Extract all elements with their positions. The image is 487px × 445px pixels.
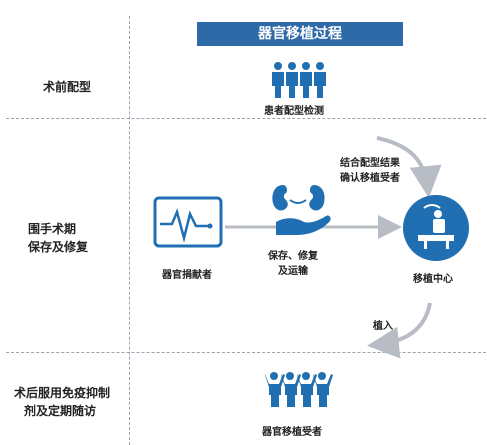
label-transplant-center: 移植中心 [413, 274, 453, 285]
stage-post-op: 术后服用免疫抑制 剂及定期随访 [14, 384, 110, 420]
label-match-result: 结合配型结果 确认移植受者 [340, 154, 400, 184]
patients-icon [272, 62, 326, 98]
vertical-divider [129, 16, 130, 445]
label-match-line1: 结合配型结果 [340, 158, 400, 169]
monitor-icon [153, 196, 223, 248]
label-recipient: 器官移植受者 [262, 427, 322, 438]
label-match-line2: 确认移植受者 [340, 173, 400, 184]
diagram-title: 器官移植过程 [197, 22, 403, 46]
label-preserve-line1: 保存、修复 [268, 251, 318, 262]
stage-peri-op-line1: 围手术期 [28, 222, 77, 236]
stage-peri-op: 围手术期 保存及修复 [28, 220, 88, 256]
kidney-hand-icon [272, 185, 331, 235]
horizontal-divider-2 [6, 352, 486, 353]
stage-post-op-line2: 剂及定期随访 [24, 404, 97, 418]
stage-post-op-line1: 术后服用免疫抑制 [14, 386, 111, 400]
label-preserve: 保存、修复 及运输 [268, 247, 318, 277]
recipients-icon [265, 372, 333, 407]
transplant-center-icon [403, 195, 469, 261]
label-patient-matching: 患者配型检测 [264, 106, 324, 117]
horizontal-divider-1 [6, 118, 486, 119]
stage-pre-op: 术前配型 [43, 80, 92, 94]
label-preserve-line2: 及运输 [278, 266, 308, 277]
label-implant: 植入 [373, 321, 393, 332]
label-donor: 器官捐献者 [162, 270, 212, 281]
match-arrow [376, 136, 442, 198]
implant-arrow [367, 302, 432, 359]
stage-peri-op-line2: 保存及修复 [28, 240, 89, 254]
